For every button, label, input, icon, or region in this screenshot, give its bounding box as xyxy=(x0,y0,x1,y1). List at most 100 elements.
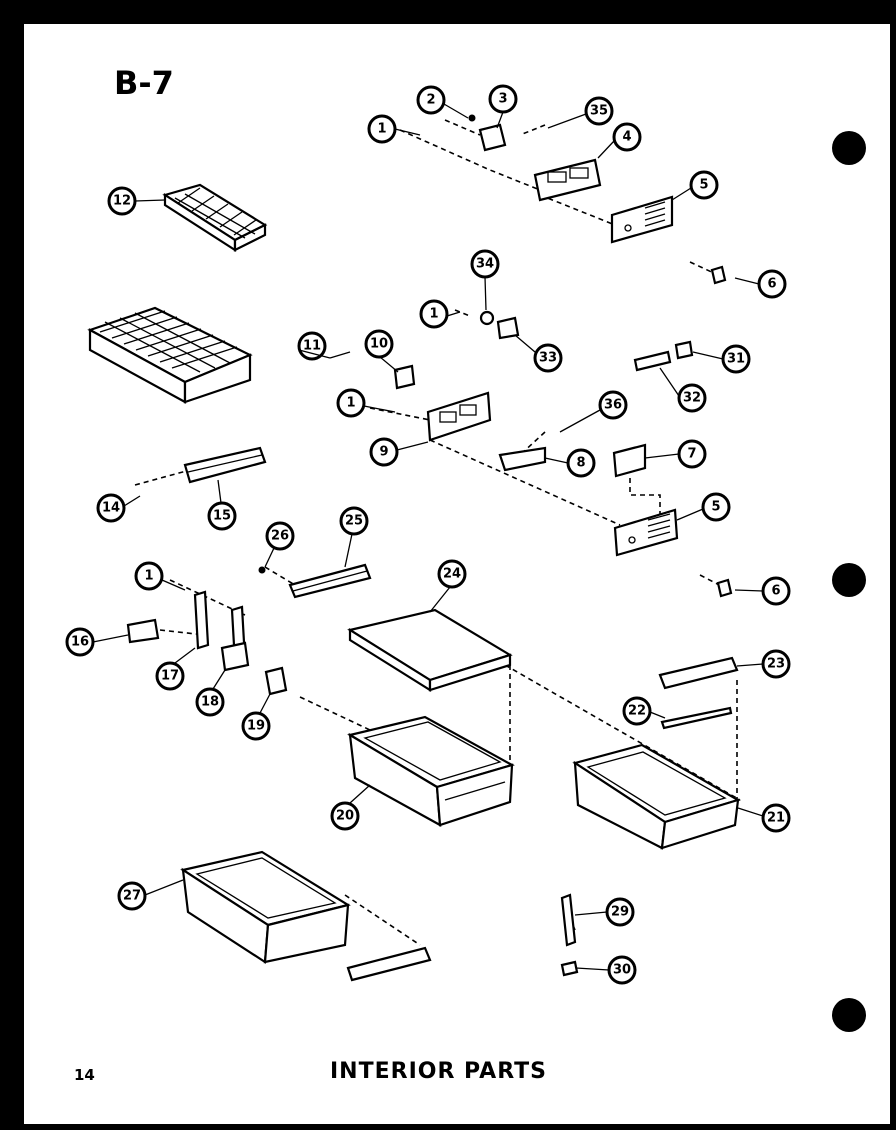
callout-25: 25 xyxy=(339,506,369,536)
callout-number: 6 xyxy=(767,277,776,292)
callout-21: 21 xyxy=(761,803,791,833)
callout-number: 35 xyxy=(590,104,608,119)
callout-1b: 1 xyxy=(419,299,449,329)
binding-hole-bottom xyxy=(832,998,866,1032)
callout-connectors xyxy=(92,103,764,971)
callout-32: 32 xyxy=(677,383,707,413)
callout-number: 17 xyxy=(161,669,179,684)
callout-number: 1 xyxy=(346,396,355,411)
callout-33: 33 xyxy=(533,343,563,373)
callout-number: 3 xyxy=(498,92,507,107)
callout-30: 30 xyxy=(607,955,637,985)
callout-16: 16 xyxy=(65,627,95,657)
callout-22: 22 xyxy=(622,696,652,726)
callout-12: 12 xyxy=(107,186,137,216)
callout-number: 36 xyxy=(604,398,622,413)
callout-24: 24 xyxy=(437,559,467,589)
callout-number: 29 xyxy=(611,905,629,920)
callout-number: 1 xyxy=(429,307,438,322)
callout-number: 5 xyxy=(699,178,708,193)
callout-number: 2 xyxy=(426,93,435,108)
part-bracket-set xyxy=(126,590,288,696)
callout-14: 14 xyxy=(96,493,126,523)
callout-7a: 7 xyxy=(677,439,707,469)
callout-number: 14 xyxy=(102,501,120,516)
callout-19: 19 xyxy=(241,711,271,741)
binding-hole-middle xyxy=(832,563,866,597)
callout-number: 23 xyxy=(767,657,785,672)
page-number: 14 xyxy=(74,1066,95,1084)
callout-number: 22 xyxy=(628,704,646,719)
callout-number: 5 xyxy=(711,500,720,515)
callout-number: 4 xyxy=(622,130,631,145)
callout-2: 2 xyxy=(416,85,446,115)
callout-27: 27 xyxy=(117,881,147,911)
callout-number: 12 xyxy=(113,194,131,209)
page-title: INTERIOR PARTS xyxy=(330,1059,547,1084)
callout-number: 11 xyxy=(303,339,321,354)
callout-number: 19 xyxy=(247,719,265,734)
callout-number: 1 xyxy=(144,569,153,584)
callout-number: 9 xyxy=(379,445,388,460)
callout-1c: 1 xyxy=(336,388,366,418)
callout-5-mid: 5 xyxy=(701,492,731,522)
callout-15: 15 xyxy=(207,501,237,531)
callout-9: 9 xyxy=(369,437,399,467)
callout-number: 7 xyxy=(687,447,696,462)
callout-34: 34 xyxy=(470,249,500,279)
part-ice-rack xyxy=(87,306,253,404)
callout-23: 23 xyxy=(761,649,791,679)
callout-26: 26 xyxy=(265,521,295,551)
callout-20: 20 xyxy=(330,801,360,831)
callout-35: 35 xyxy=(584,96,614,126)
callout-number: 32 xyxy=(683,391,701,406)
callout-number: 31 xyxy=(727,352,745,367)
part-upper-control xyxy=(468,114,727,285)
callout-number: 20 xyxy=(336,809,354,824)
part-meat-drawer xyxy=(180,850,432,982)
callout-number: 27 xyxy=(123,889,141,904)
callout-number: 15 xyxy=(213,509,231,524)
callout-7b: 1 xyxy=(134,561,164,591)
callout-17: 17 xyxy=(155,661,185,691)
callout-number: 21 xyxy=(767,811,785,826)
callout-6-top: 6 xyxy=(757,269,787,299)
callout-number: 16 xyxy=(71,635,89,650)
callout-number: 1 xyxy=(377,122,386,137)
section-code: B-7 xyxy=(114,64,174,102)
callout-number: 18 xyxy=(201,695,219,710)
callout-10: 10 xyxy=(364,329,394,359)
part-drawer-rails xyxy=(658,656,739,730)
callout-number: 26 xyxy=(271,529,289,544)
callout-36: 36 xyxy=(598,390,628,420)
callout-4: 4 xyxy=(612,122,642,152)
callout-6-mid: 6 xyxy=(761,576,791,606)
callout-number: 34 xyxy=(476,257,494,272)
part-crisper-drawer-left xyxy=(347,715,515,827)
part-support-post xyxy=(560,893,579,977)
callout-3: 3 xyxy=(488,84,518,114)
callout-number: 33 xyxy=(539,351,557,366)
binding-hole-top xyxy=(832,131,866,165)
callout-1a: 1 xyxy=(367,114,397,144)
callout-5-top: 5 xyxy=(689,170,719,200)
callout-31: 31 xyxy=(721,344,751,374)
callout-8: 8 xyxy=(566,448,596,478)
callout-11: 11 xyxy=(297,331,327,361)
part-crisper-drawer-right xyxy=(572,743,741,850)
callout-29: 29 xyxy=(605,897,635,927)
callout-number: 30 xyxy=(613,963,631,978)
part-crisper-cover xyxy=(347,608,513,692)
part-ice-tray xyxy=(162,183,268,253)
part-middle-control xyxy=(329,310,733,598)
callout-number: 24 xyxy=(443,567,461,582)
callout-number: 25 xyxy=(345,514,363,529)
callout-18: 18 xyxy=(195,687,225,717)
callout-number: 10 xyxy=(370,337,388,352)
part-shelf-rail xyxy=(183,446,267,484)
part-cover-rail xyxy=(258,563,372,599)
callout-number: 6 xyxy=(771,584,780,599)
callout-number: 8 xyxy=(576,456,585,471)
